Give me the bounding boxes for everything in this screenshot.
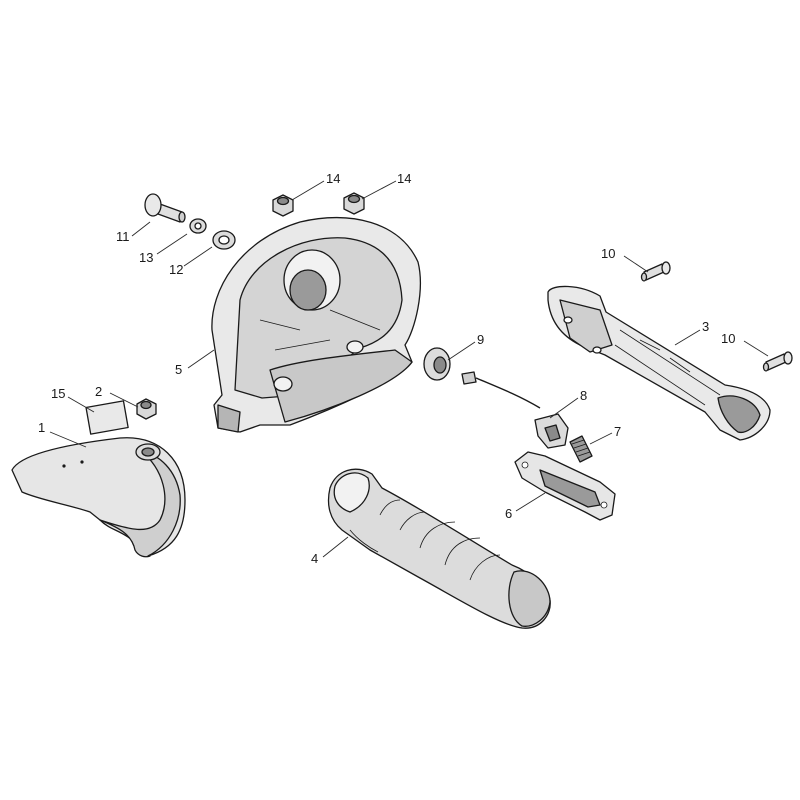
part-9-grommet [423, 347, 451, 381]
callout-labels: 1 2 3 4 5 6 7 8 9 10 10 11 12 13 14 14 1… [38, 171, 735, 566]
part-4-grip [327, 468, 551, 629]
leader-line-8 [549, 397, 579, 419]
callout-13: 13 [139, 250, 153, 265]
part-7-spring [569, 435, 593, 463]
callout-9: 9 [477, 332, 484, 347]
leader-line-3 [674, 329, 701, 346]
leader-line-10-upper [623, 255, 649, 273]
part-3-handle-frame [547, 285, 771, 441]
part-11-bolt [144, 193, 186, 223]
part-12-washer [212, 230, 236, 250]
leader-line-12 [183, 246, 213, 267]
callout-3: 3 [702, 319, 709, 334]
callout-5: 5 [175, 362, 182, 377]
callout-6: 6 [505, 506, 512, 521]
leader-line-14-right [361, 180, 397, 200]
leader-line-10-lower [743, 340, 769, 357]
leader-line-4 [322, 536, 349, 558]
part-10-screw-lower [762, 351, 793, 372]
callout-12: 12 [169, 262, 183, 277]
leader-line-9 [447, 341, 476, 361]
part-6-throttle-lever [514, 451, 616, 521]
leader-line-7 [589, 432, 613, 445]
callout-8: 8 [580, 388, 587, 403]
callout-11: 11 [116, 229, 130, 244]
part-8-switch-wire [461, 371, 569, 449]
callout-14-right: 14 [397, 171, 411, 186]
leader-line-5 [187, 349, 215, 369]
callout-4: 4 [311, 551, 318, 566]
part-5-guard-housing [211, 216, 421, 433]
leader-line-6 [515, 492, 546, 512]
part-1-cover [11, 437, 186, 558]
callout-7: 7 [614, 424, 621, 439]
leader-line-11 [131, 221, 151, 237]
callout-14-left: 14 [326, 171, 340, 186]
part-10-screw-upper [640, 261, 671, 282]
callout-1: 1 [38, 420, 45, 435]
leader-line-2 [109, 392, 139, 408]
leader-line-14-left [291, 180, 325, 201]
callout-15: 15 [51, 386, 65, 401]
part-2-nut [136, 398, 157, 420]
part-15-label [85, 400, 129, 435]
part-13-washer [189, 218, 207, 234]
part-14-nut-left [272, 194, 294, 217]
callout-10-lower: 10 [721, 331, 735, 346]
leader-line-15 [67, 396, 95, 413]
callout-2: 2 [95, 384, 102, 399]
leader-lines [49, 180, 769, 558]
leader-line-13 [156, 233, 188, 255]
callout-10-upper: 10 [601, 246, 615, 261]
part-14-nut-right [343, 192, 365, 215]
leader-line-1 [49, 431, 87, 448]
